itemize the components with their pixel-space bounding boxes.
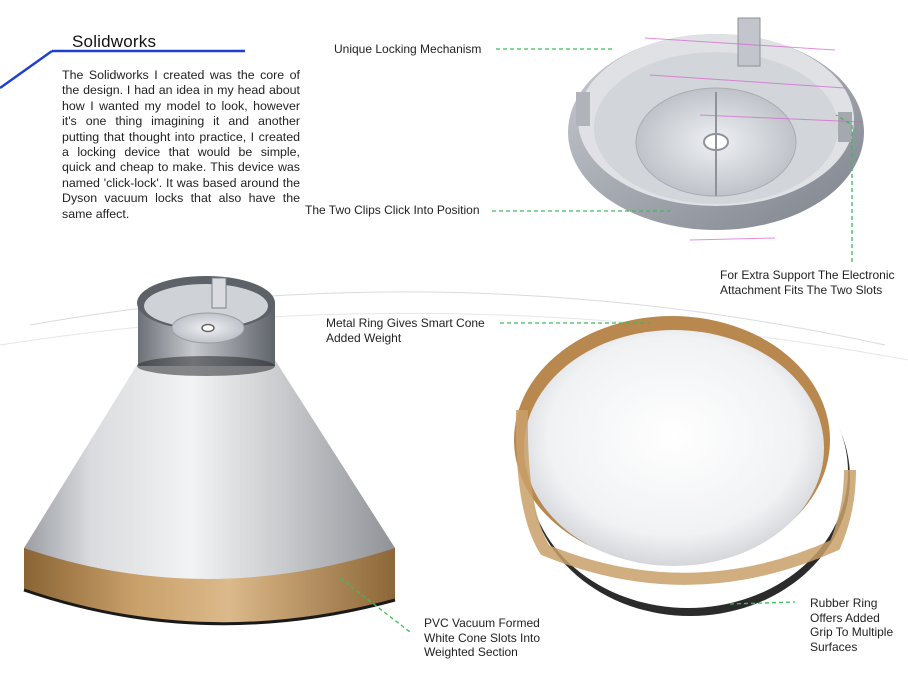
title-underline bbox=[0, 49, 245, 90]
label-line: White Cone Slots Into bbox=[424, 630, 541, 645]
label-pvc-cone: PVC Vacuum Formed White Cone Slots Into … bbox=[424, 616, 540, 660]
page-title: Solidworks bbox=[72, 32, 157, 51]
label-line: Surfaces bbox=[810, 639, 858, 654]
label-line: The Two Clips Click Into Position bbox=[305, 203, 480, 217]
label-line: Grip To Multiple bbox=[810, 625, 894, 639]
label-line: Unique Locking Mechanism bbox=[334, 42, 482, 56]
intro-paragraph: The Solidworks I created was the core of… bbox=[62, 68, 300, 221]
label-line: Added Weight bbox=[326, 330, 402, 345]
label-two-clips: The Two Clips Click Into Position bbox=[305, 203, 480, 218]
label-line: Metal Ring Gives Smart Cone bbox=[326, 316, 485, 330]
label-line: Attachment Fits The Two Slots bbox=[720, 282, 883, 297]
smart-cone-model bbox=[23, 276, 396, 626]
label-line: Rubber Ring bbox=[810, 596, 878, 610]
label-locking-mechanism: Unique Locking Mechanism bbox=[334, 42, 481, 57]
locking-housing-model bbox=[568, 17, 864, 241]
label-line: Weighted Section bbox=[424, 645, 518, 659]
label-line: Offers Added bbox=[810, 610, 880, 625]
label-line: For Extra Support The Electronic bbox=[720, 268, 895, 282]
label-metal-ring: Metal Ring Gives Smart Cone Added Weight bbox=[326, 316, 485, 345]
annotation-leaders bbox=[339, 48, 853, 633]
label-extra-support: For Extra Support The Electronic Attachm… bbox=[720, 268, 895, 297]
label-line: PVC Vacuum Formed bbox=[424, 616, 540, 630]
label-rubber-ring: Rubber Ring Offers Added Grip To Multipl… bbox=[810, 596, 893, 654]
metal-ring-model bbox=[514, 316, 856, 616]
